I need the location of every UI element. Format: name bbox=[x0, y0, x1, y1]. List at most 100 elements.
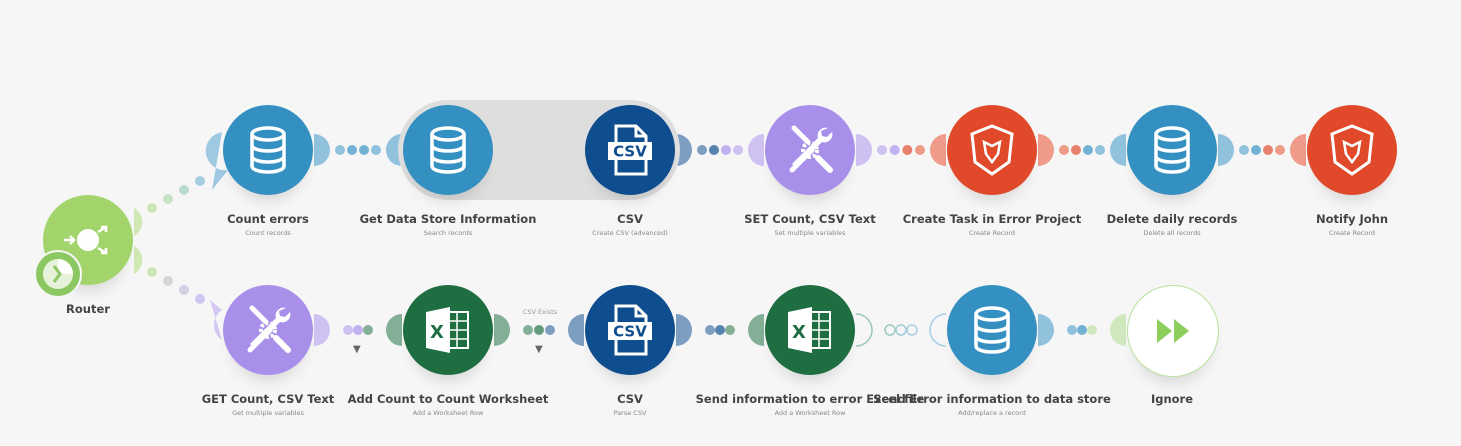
connection-dot bbox=[1087, 325, 1097, 335]
module-send-error-information-to-data-store[interactable] bbox=[947, 285, 1037, 375]
connection-dot bbox=[179, 185, 189, 195]
module-handle[interactable] bbox=[1218, 134, 1234, 166]
module-count-errors[interactable] bbox=[223, 105, 313, 195]
svg-text:CSV: CSV bbox=[613, 323, 647, 341]
connection-dot bbox=[363, 325, 373, 335]
connection-dot bbox=[147, 267, 157, 277]
module-set-count-csv-text[interactable] bbox=[765, 105, 855, 195]
connection-dot bbox=[1251, 145, 1261, 155]
connection-dot bbox=[715, 325, 725, 335]
module-get-data-store-information[interactable] bbox=[403, 105, 493, 195]
module-handle[interactable] bbox=[386, 314, 402, 346]
module-csv[interactable]: CSV bbox=[585, 105, 675, 195]
schedule-clock-icon[interactable] bbox=[34, 250, 82, 298]
module-create-task-in-error-project[interactable] bbox=[947, 105, 1037, 195]
connection-dot bbox=[1275, 145, 1285, 155]
module-subtitle: Add/replace a record bbox=[958, 409, 1026, 417]
module-handle[interactable] bbox=[929, 313, 947, 347]
module-label: Notify John bbox=[1315, 212, 1389, 226]
module-handle[interactable] bbox=[314, 134, 330, 166]
module-subtitle: Get multiple variables bbox=[232, 409, 304, 417]
connection-dot bbox=[195, 294, 205, 304]
connection-dot bbox=[1059, 145, 1069, 155]
module-ignore[interactable] bbox=[1127, 285, 1219, 377]
connection-dot bbox=[1067, 325, 1077, 335]
module-add-count-to-count-worksheet[interactable]: X bbox=[403, 285, 493, 375]
brandfetch-lion-icon bbox=[1322, 120, 1382, 180]
module-handle[interactable] bbox=[855, 313, 873, 347]
connection-dot bbox=[545, 325, 555, 335]
module-handle[interactable] bbox=[1038, 134, 1054, 166]
connection-dot bbox=[733, 145, 743, 155]
module-handle[interactable] bbox=[1110, 314, 1126, 346]
connection-dot bbox=[721, 145, 731, 155]
module-handle[interactable] bbox=[676, 134, 692, 166]
module-label: SET Count, CSV Text bbox=[744, 212, 876, 226]
database-icon bbox=[1142, 120, 1202, 180]
connection-dot bbox=[895, 324, 907, 336]
module-handle[interactable] bbox=[1110, 134, 1126, 166]
connection-dot bbox=[147, 203, 157, 213]
module-handle[interactable] bbox=[748, 134, 764, 166]
module-subtitle: Create Record bbox=[968, 229, 1016, 237]
router-handle[interactable] bbox=[134, 246, 143, 274]
module-label: Count errors bbox=[227, 212, 309, 226]
connection-dot bbox=[725, 325, 735, 335]
connection-dot bbox=[163, 276, 173, 286]
module-label: Router bbox=[66, 302, 110, 316]
connection-dot bbox=[697, 145, 707, 155]
filter-icon[interactable]: ▼ bbox=[353, 344, 361, 355]
router-icon bbox=[58, 210, 118, 270]
module-label: GET Count, CSV Text bbox=[201, 392, 335, 406]
connection-dot bbox=[1077, 325, 1087, 335]
module-subtitle: Parse CSV bbox=[613, 409, 647, 417]
module-handle[interactable] bbox=[1290, 134, 1306, 166]
connection-dot bbox=[1083, 145, 1093, 155]
router-handle[interactable] bbox=[134, 208, 143, 236]
tools-icon bbox=[238, 300, 298, 360]
connection-dot bbox=[877, 145, 887, 155]
brandfetch-lion-icon bbox=[962, 120, 1022, 180]
module-subtitle: Search records bbox=[423, 229, 473, 237]
connection-dot bbox=[163, 194, 173, 204]
connection-dot bbox=[1095, 145, 1105, 155]
connection-dot bbox=[915, 145, 925, 155]
svg-text:CSV: CSV bbox=[613, 143, 647, 161]
module-handle[interactable] bbox=[748, 314, 764, 346]
filter-icon[interactable]: ▼ bbox=[535, 344, 543, 355]
module-label: Add Count to Count Worksheet bbox=[347, 392, 549, 406]
connection-dot bbox=[1239, 145, 1249, 155]
excel-icon: X bbox=[780, 300, 840, 360]
connection-dot bbox=[343, 325, 353, 335]
module-label: Send information to error Excel file bbox=[695, 392, 925, 406]
module-subtitle: Add a Worksheet Row bbox=[412, 409, 484, 417]
module-handle[interactable] bbox=[205, 132, 228, 190]
connection-dot bbox=[705, 325, 715, 335]
module-csv[interactable]: CSV bbox=[585, 285, 675, 375]
connection-dot bbox=[371, 145, 381, 155]
module-get-count-csv-text[interactable] bbox=[223, 285, 313, 375]
database-icon bbox=[418, 120, 478, 180]
module-send-information-to-error-excel-file[interactable]: X bbox=[765, 285, 855, 375]
tools-icon bbox=[780, 120, 840, 180]
module-subtitle: Add a Worksheet Row bbox=[774, 409, 846, 417]
module-handle[interactable] bbox=[1038, 314, 1054, 346]
module-delete-daily-records[interactable] bbox=[1127, 105, 1217, 195]
connection-dot bbox=[534, 325, 544, 335]
module-handle[interactable] bbox=[676, 314, 692, 346]
connection-dot bbox=[1071, 145, 1081, 155]
module-handle[interactable] bbox=[930, 134, 946, 166]
module-subtitle: Create Record bbox=[1328, 229, 1376, 237]
ignore-fast-forward-icon bbox=[1143, 301, 1203, 361]
module-handle[interactable] bbox=[210, 300, 222, 340]
connection-dot bbox=[359, 145, 369, 155]
connection-dot bbox=[179, 285, 189, 295]
module-handle[interactable] bbox=[494, 314, 510, 346]
module-notify-john[interactable] bbox=[1307, 105, 1397, 195]
connection-dot bbox=[523, 325, 533, 335]
module-handle[interactable] bbox=[568, 314, 584, 346]
module-handle[interactable] bbox=[314, 314, 330, 346]
module-handle[interactable] bbox=[856, 134, 872, 166]
filter-label[interactable]: CSV Exists bbox=[522, 308, 558, 316]
connection-dot bbox=[347, 145, 357, 155]
